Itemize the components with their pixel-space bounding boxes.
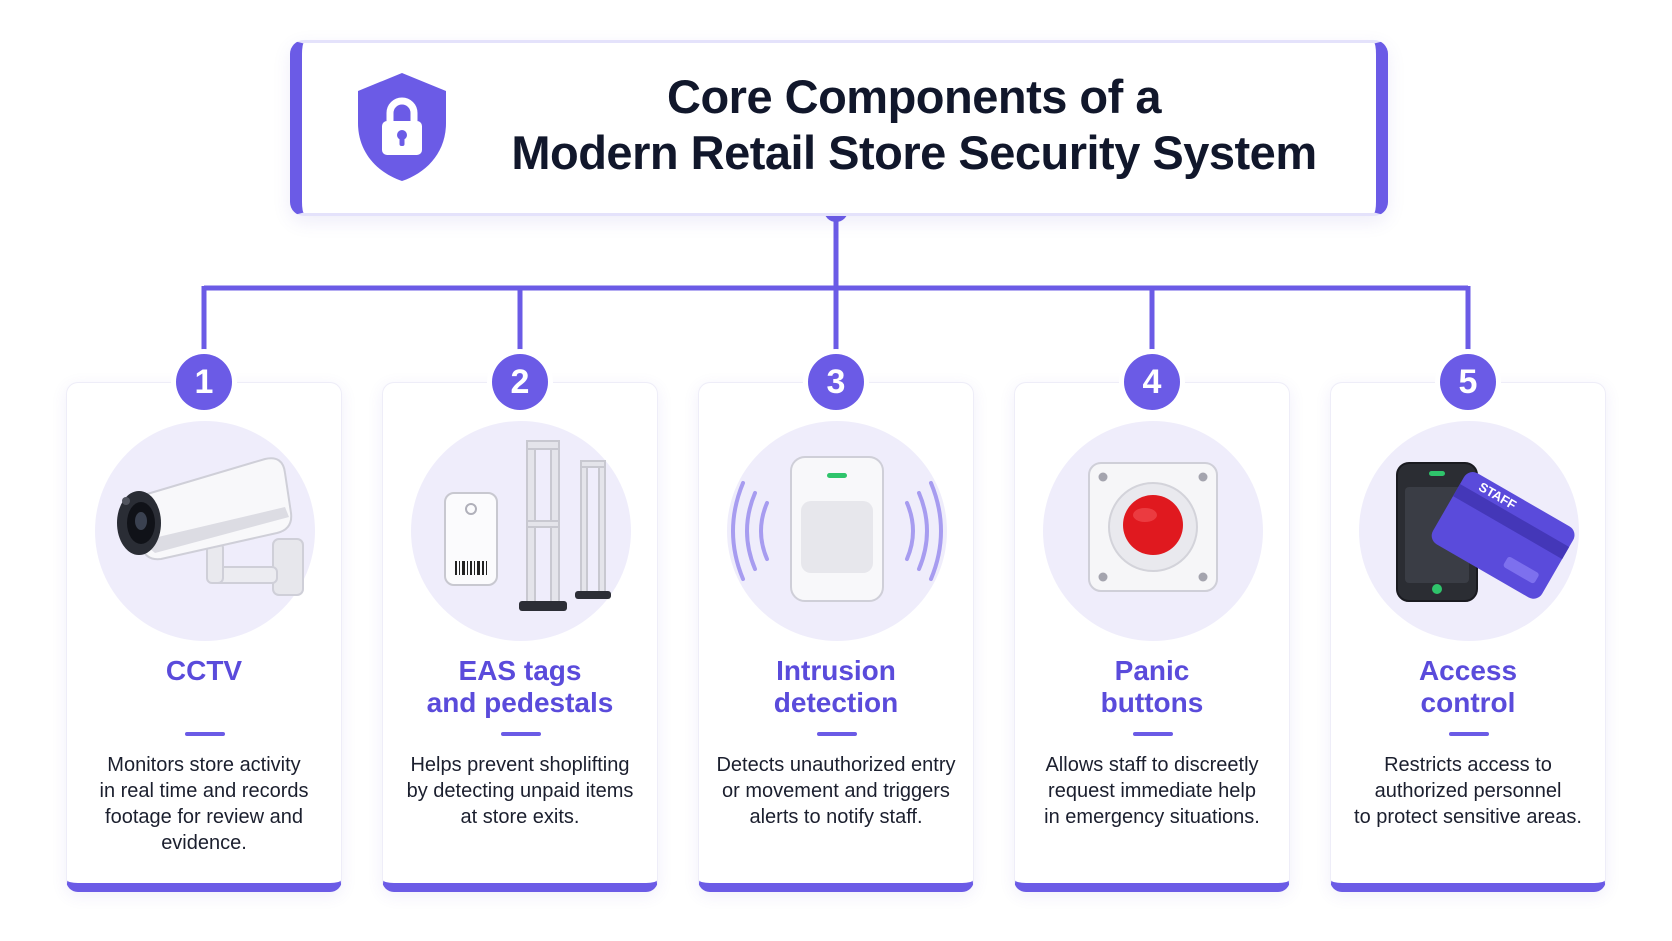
card-divider xyxy=(501,732,541,736)
number-badge: 1 xyxy=(176,354,232,410)
title-line-1: Core Components of a xyxy=(667,70,1161,123)
number-badge: 4 xyxy=(1124,354,1180,410)
component-card-eas: EAS tags and pedestals Helps prevent sho… xyxy=(382,382,658,892)
title-line-2: Modern Retail Store Security System xyxy=(511,126,1317,179)
card-description: Allows staff to discreetly request immed… xyxy=(1044,754,1260,828)
icon-circle xyxy=(1043,421,1263,641)
icon-circle xyxy=(411,421,631,641)
card-divider xyxy=(817,732,857,736)
card-description: Restricts access to authorized personnel… xyxy=(1354,754,1582,828)
card-description: Helps prevent shoplifting by detecting u… xyxy=(406,754,634,828)
card-title: Panic buttons xyxy=(1100,655,1204,718)
cctv-camera-icon xyxy=(117,457,304,596)
page-title: Core Components of a Modern Retail Store… xyxy=(472,69,1356,181)
card-title: CCTV xyxy=(165,655,243,686)
panic-button-icon xyxy=(1088,462,1218,592)
card-title: Access control xyxy=(1418,655,1518,718)
card-description: Monitors store activity in real time and… xyxy=(99,754,309,854)
card-title: EAS tags and pedestals xyxy=(426,655,614,718)
icon-circle xyxy=(95,421,315,641)
icon-circle xyxy=(727,421,947,641)
card-divider xyxy=(185,732,225,736)
access-card-icon: STAFF xyxy=(1396,462,1575,602)
barcode xyxy=(455,561,487,575)
component-card-cctv: CCTV Monitors store activity in real tim… xyxy=(66,382,342,892)
signal-waves xyxy=(731,481,943,581)
icon-circle: STAFF xyxy=(1359,421,1579,641)
component-card-intrusion: Intrusion detection Detects unauthorized… xyxy=(698,382,974,892)
title-banner: Core Components of a Modern Retail Store… xyxy=(290,40,1388,216)
card-divider xyxy=(1133,732,1173,736)
number-badge: 3 xyxy=(808,354,864,410)
card-description: Detects unauthorized entry or movement a… xyxy=(716,754,956,828)
component-card-panic: Panic buttons Allows staff to discreetly… xyxy=(1014,382,1290,892)
component-card-access: STAFF Access control Restricts access to… xyxy=(1330,382,1606,892)
motion-sensor-icon xyxy=(731,456,943,602)
number-badge: 5 xyxy=(1440,354,1496,410)
number-badge: 2 xyxy=(492,354,548,410)
card-divider xyxy=(1449,732,1489,736)
eas-tag-pedestal-icon xyxy=(444,440,611,611)
card-title: Intrusion detection xyxy=(773,655,899,718)
shield-lock-icon xyxy=(358,73,446,181)
